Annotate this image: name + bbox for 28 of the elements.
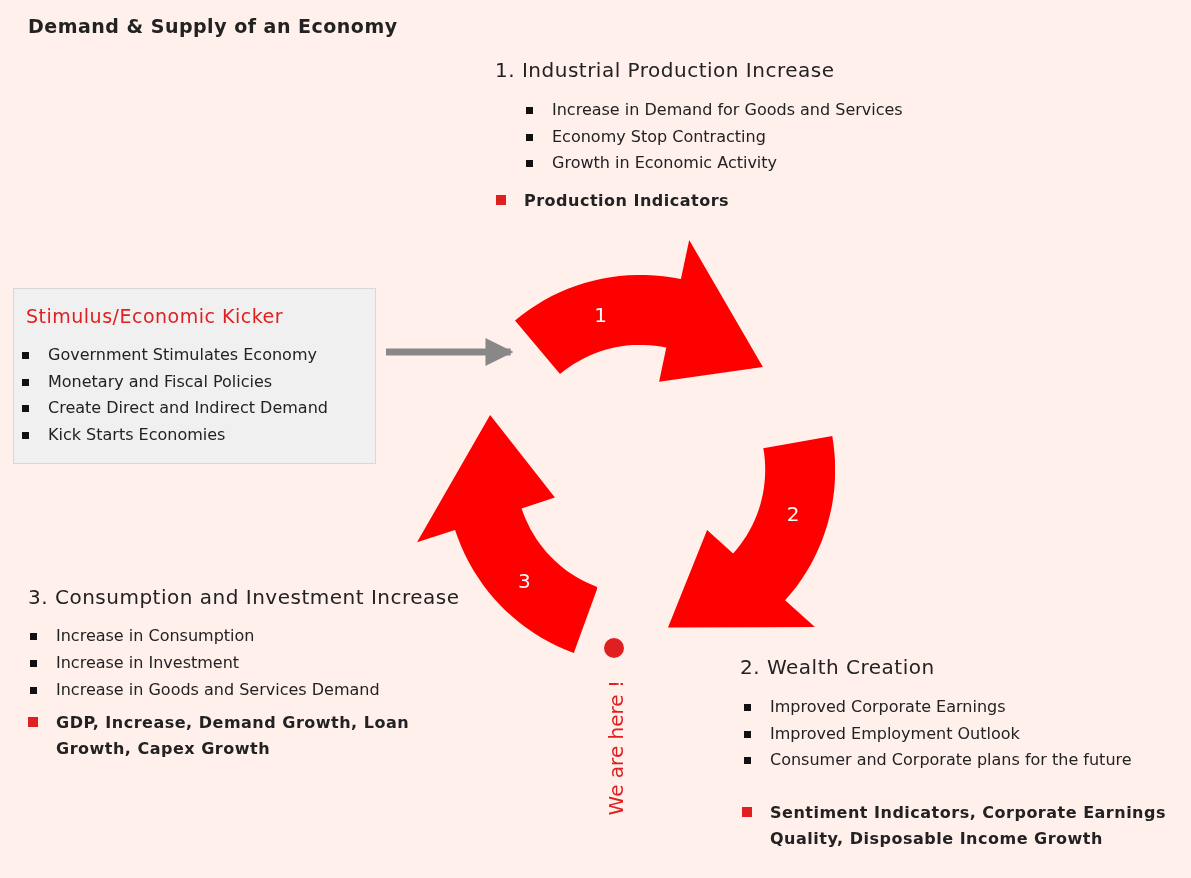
location-note: We are here ! [604, 680, 628, 816]
bullet-item: Monetary and Fiscal Policies [20, 371, 273, 391]
cycle-arrow [667, 436, 835, 628]
bullet-item: Increase in Demand for Goods and Services [524, 100, 903, 119]
bullet-item: Economy Stop Contracting [524, 127, 766, 146]
indicator-note: GDP, Increase, Demand Growth, Loan Growth, Capex Growth [28, 710, 456, 762]
bullet-item: Kick Starts Economies [20, 424, 226, 444]
step-number: 1 [594, 302, 607, 327]
bullet-item: Increase in Goods and Services Demand [28, 680, 380, 699]
indicator-note: Production Indicators [496, 188, 824, 214]
diagram-title: Demand & Supply of an Economy [28, 15, 398, 37]
bullet-item: Consumer and Corporate plans for the future [742, 750, 1132, 769]
bullet-item: Improved Employment Outlook [742, 724, 1020, 743]
bullet-item: Growth in Economic Activity [524, 153, 778, 172]
bullet-item: Create Direct and Indirect Demand [20, 398, 328, 417]
indicator-note: Sentiment Indicators, Corporate Earnings Quality, Disposable Income Growth [742, 800, 1190, 852]
step-number: 2 [786, 502, 800, 527]
panel-heading: Stimulus/Economic Kicker [26, 305, 283, 327]
cycle-arrow [514, 240, 763, 382]
section-heading: 2. Wealth Creation [740, 655, 935, 679]
section-heading: 3. Consumption and Investment Increase [28, 585, 460, 609]
bullet-item: Increase in Consumption [28, 626, 255, 645]
section-heading: 1. Industrial Production Increase [495, 58, 835, 82]
stimulus-panel [13, 288, 376, 464]
bullet-item: Government Stimulates Economy [20, 345, 317, 364]
bullet-item: Increase in Investment [28, 653, 240, 672]
step-number: 3 [517, 569, 531, 594]
bullet-item: Improved Corporate Earnings [742, 697, 1006, 716]
